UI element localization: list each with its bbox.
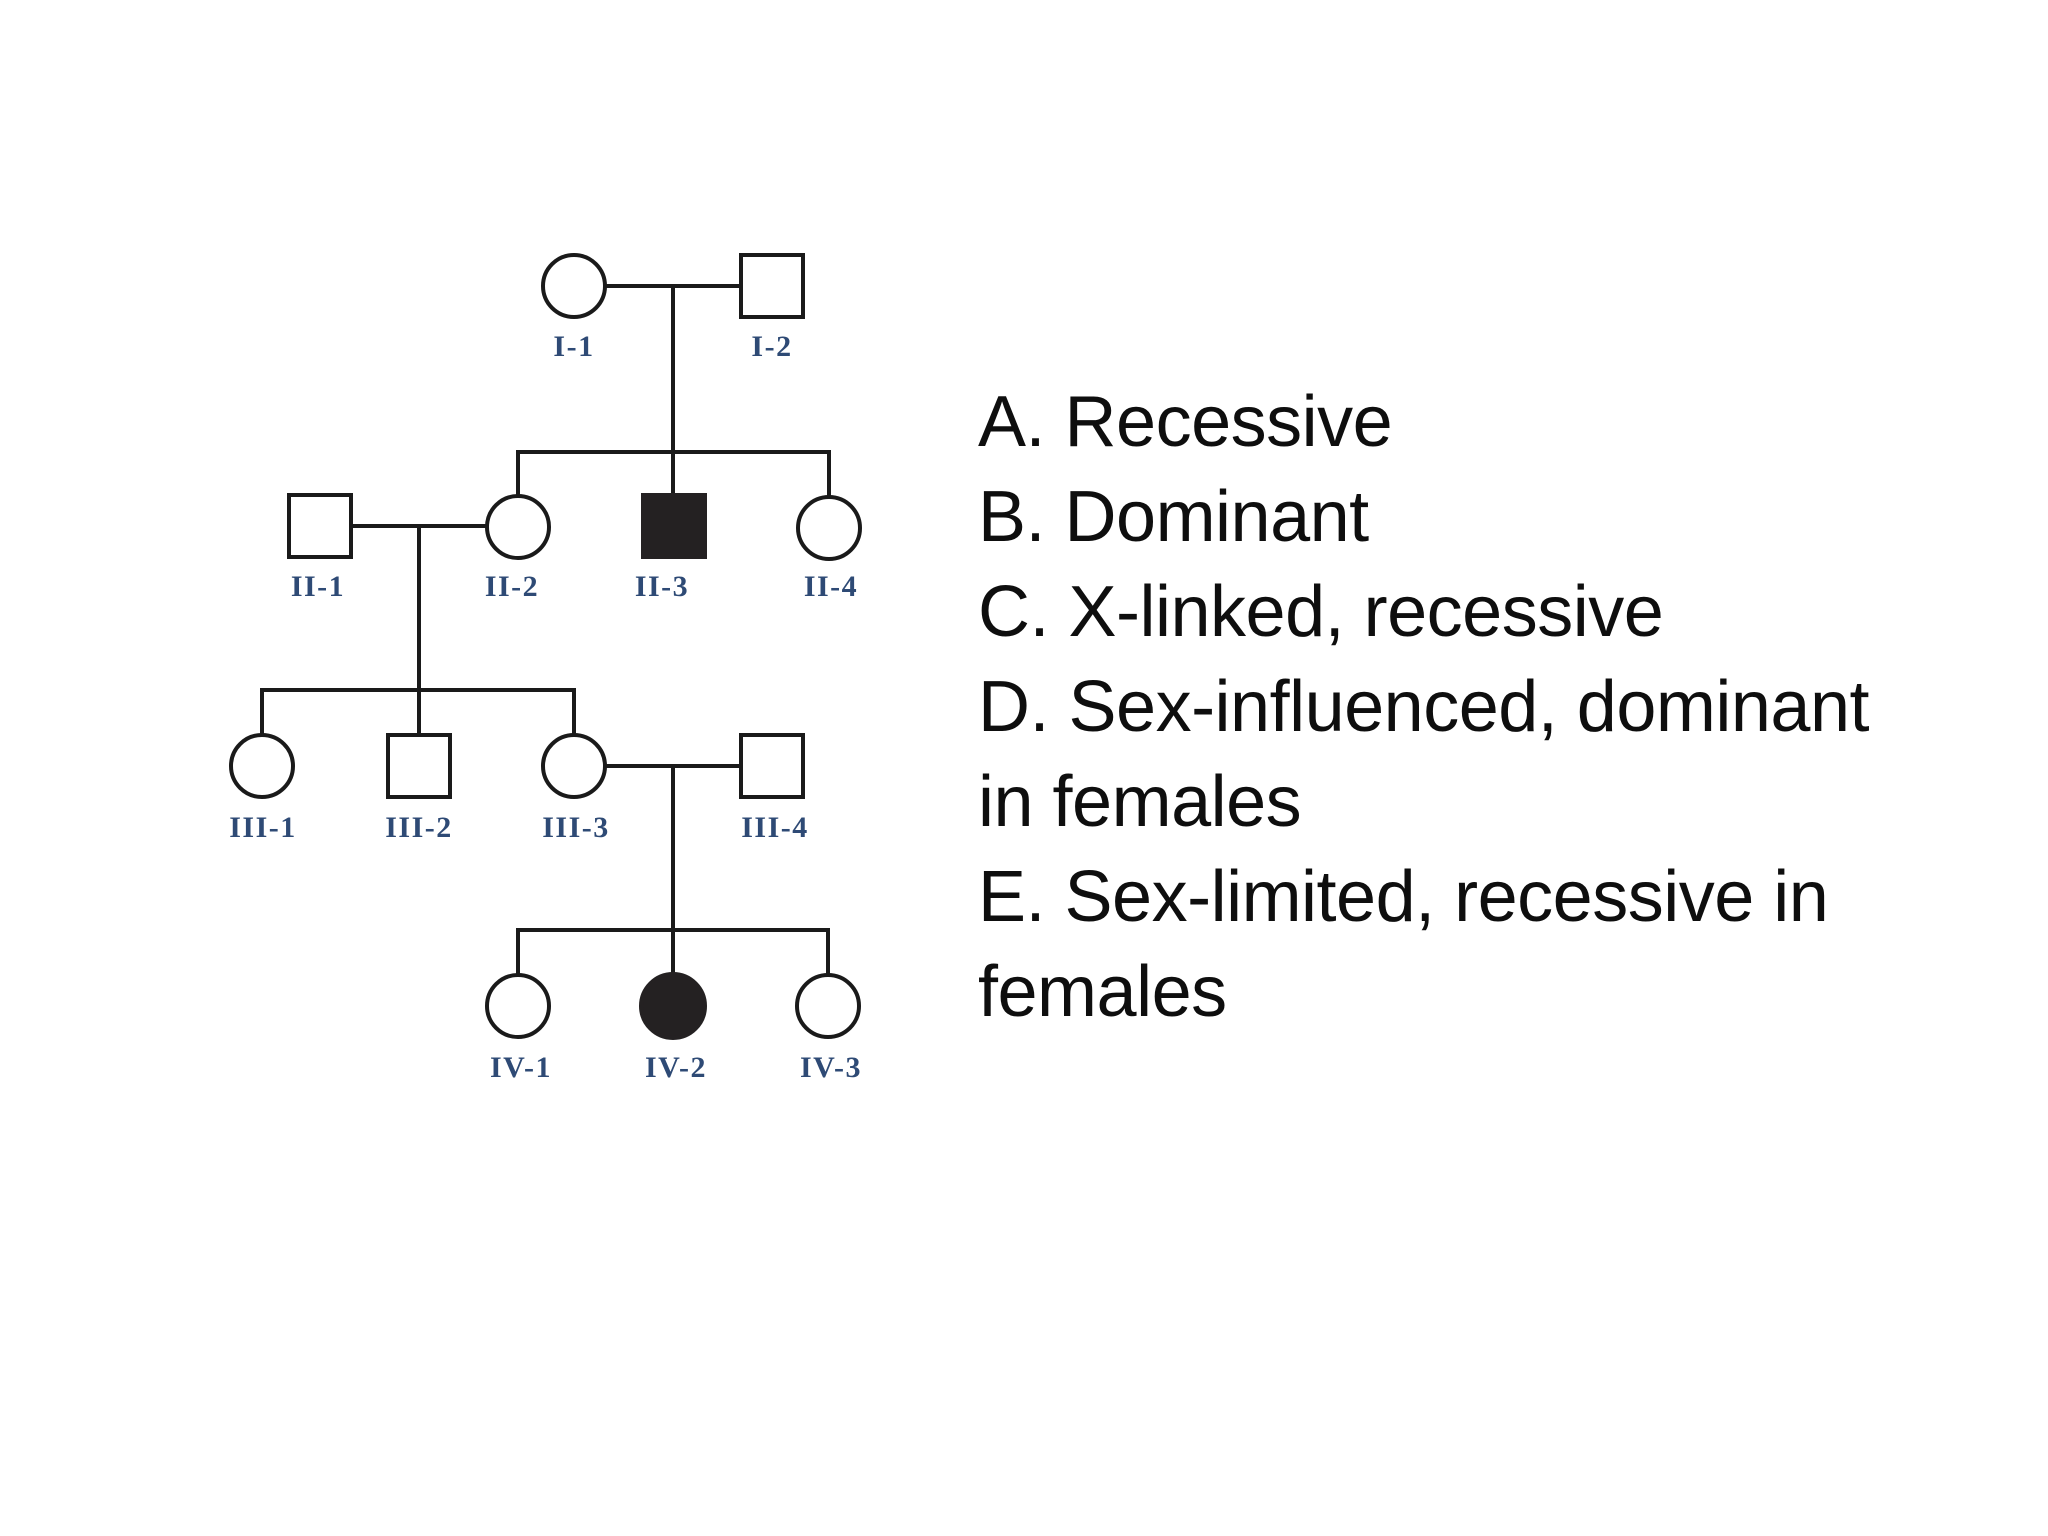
person-IV-3-label: IV-3 — [800, 1051, 862, 1084]
option-e-line-1: E. Sex-limited, recessive in — [978, 857, 1829, 937]
person-IV-1-female-symbol — [485, 973, 551, 1039]
person-III-4-male-symbol — [739, 733, 805, 799]
person-III-2-male-symbol — [386, 733, 452, 799]
person-I-1-label: I-1 — [553, 330, 594, 363]
person-III-4-label: III-4 — [741, 811, 809, 844]
person-III-1-label: III-1 — [229, 811, 297, 844]
person-II-3-male-affected-symbol — [641, 493, 707, 559]
person-III-3-female-symbol — [541, 733, 607, 799]
person-II-3-label: II-3 — [635, 570, 689, 603]
option-a: A. Recessive — [978, 382, 1393, 462]
person-I-2-label: I-2 — [751, 330, 792, 363]
person-II-2-female-symbol — [485, 494, 551, 560]
person-II-4-female-symbol — [796, 495, 862, 561]
option-c: C. X-linked, recessive — [978, 572, 1664, 652]
person-III-1-female-symbol — [229, 733, 295, 799]
person-III-2-label: III-2 — [385, 811, 453, 844]
pedigree-labels: I-1 I-2 II-1 II-2 II-3 II-4 III-1 III-2 … — [229, 330, 862, 1084]
option-b: B. Dominant — [978, 477, 1369, 557]
pedigree-lines — [260, 284, 831, 978]
option-d-line-2: in females — [978, 762, 1302, 842]
person-IV-3-female-symbol — [795, 973, 861, 1039]
person-I-2-male-symbol — [739, 253, 805, 319]
person-II-2-label: II-2 — [485, 570, 539, 603]
person-IV-2-female-affected-symbol — [639, 972, 707, 1040]
person-IV-1-label: IV-1 — [490, 1051, 552, 1084]
option-e-line-2: females — [978, 952, 1227, 1032]
person-III-3-label: III-3 — [542, 811, 610, 844]
person-I-1-female-symbol — [541, 253, 607, 319]
option-d-line-1: D. Sex-influenced, dominant — [978, 667, 1870, 747]
pedigree-symbols — [229, 253, 862, 1040]
pedigree-chart: I-1 I-2 II-1 II-2 II-3 II-4 III-1 III-2 … — [229, 253, 862, 1084]
person-IV-2-label: IV-2 — [645, 1051, 707, 1084]
person-II-4-label: II-4 — [804, 570, 858, 603]
person-II-1-label: II-1 — [291, 570, 345, 603]
answer-options: A. Recessive B. Dominant C. X-linked, re… — [978, 375, 1870, 1040]
person-II-1-male-symbol — [287, 493, 353, 559]
